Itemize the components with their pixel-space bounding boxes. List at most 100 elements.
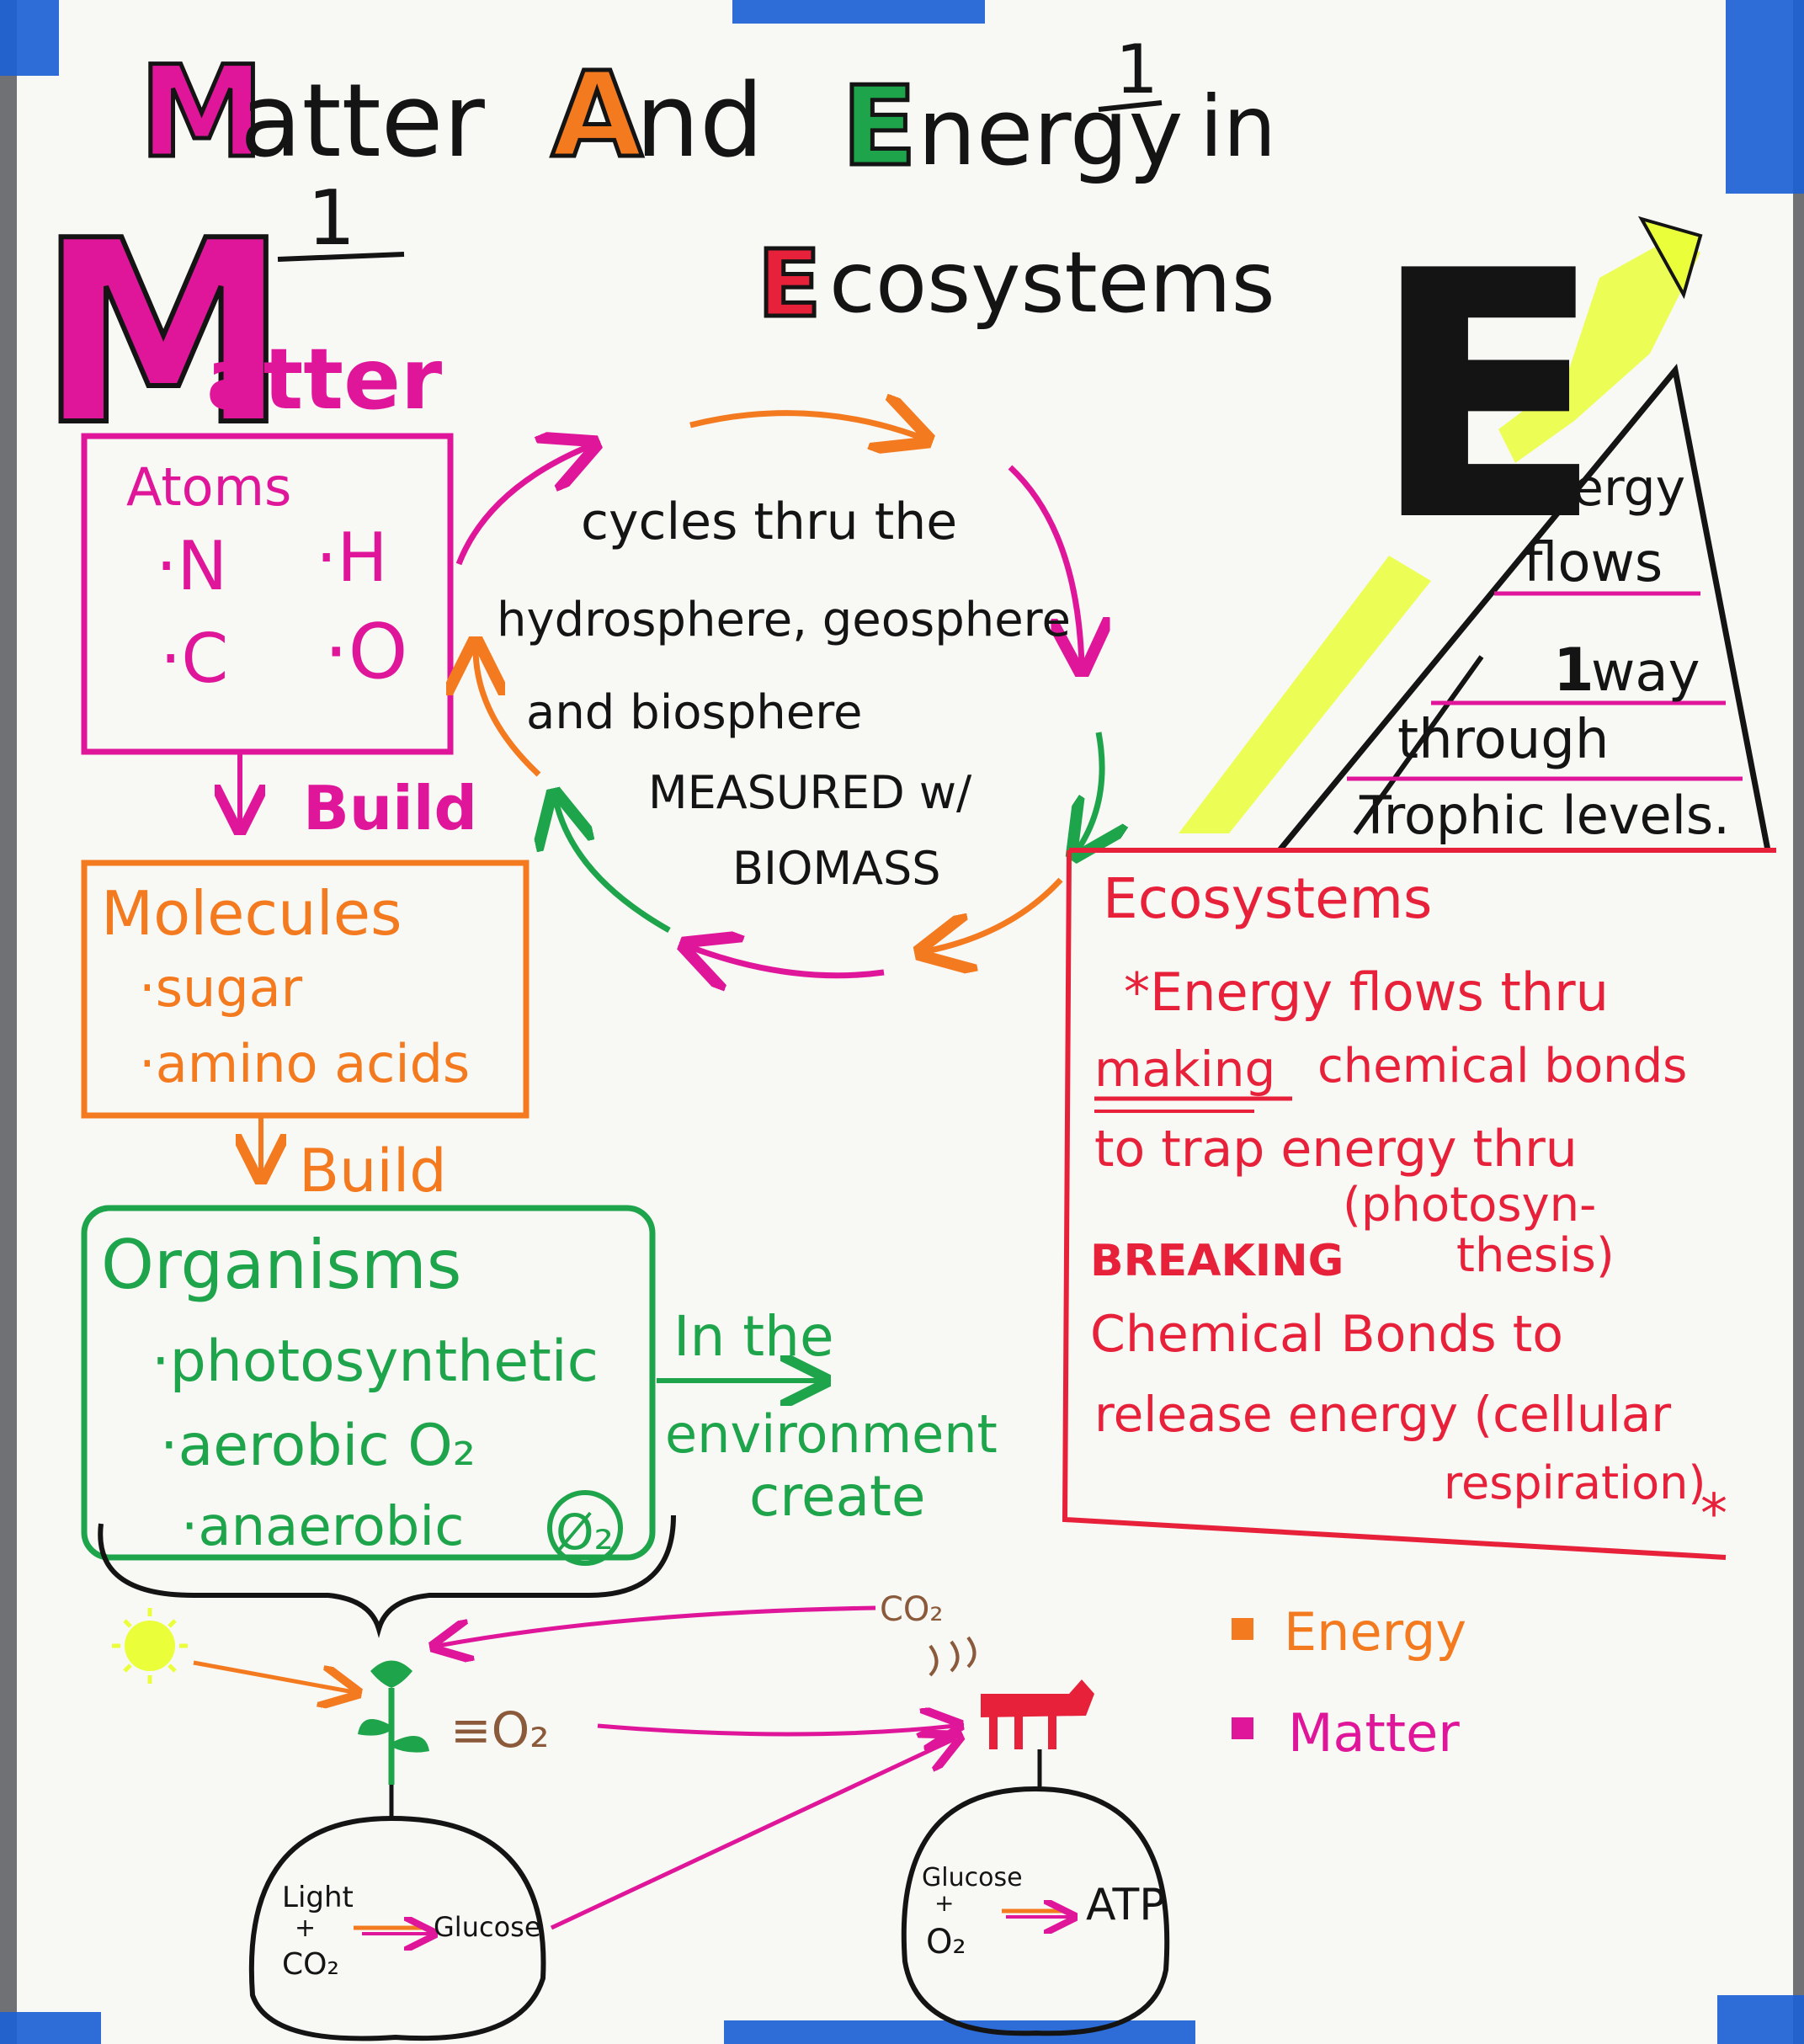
way-label: way [1591, 641, 1700, 704]
title-matter-rest: atter [240, 63, 485, 180]
title-mark-bar-a [277, 252, 405, 262]
atom-o: ·O [324, 608, 407, 696]
organisms-brace [98, 1514, 676, 1638]
big-e: E [1372, 202, 1602, 594]
tape-bottom-right [1717, 1995, 1804, 2044]
o2-to-animal-arrow [597, 1726, 955, 1734]
tape-top-left [0, 0, 59, 76]
molecules-heading: Molecules [101, 878, 402, 949]
env-line-3: create [749, 1464, 926, 1529]
tape-bottom-left [0, 2012, 101, 2044]
atoms-heading: Atoms [126, 456, 291, 518]
matter-word: atter [206, 330, 443, 428]
eco-line-2: chemical bonds [1317, 1039, 1687, 1094]
ecosystems-border [1062, 848, 1776, 1560]
cycle-line-3: and biosphere [526, 685, 862, 740]
yellow-arrowhead [1637, 216, 1703, 300]
atoms-border [81, 433, 454, 755]
cycle-line-4: MEASURED w/ [648, 766, 972, 819]
legend-energy-swatch [1232, 1618, 1253, 1640]
title-and-rest: nd [636, 63, 764, 180]
eco-line-3: to trap energy thru [1094, 1120, 1578, 1179]
one-label: 1 [1553, 636, 1594, 705]
bottom-diagram: ≡O₂ CO₂ Light + CO₂ Glucose Glucose + O₂ [112, 1590, 1170, 2041]
title-mark-one-b: 1 [1115, 30, 1158, 109]
env-line-1: In the [673, 1304, 834, 1369]
organisms-box: Organisms ·photosynthetic ·aerobic O₂ ·a… [81, 1205, 656, 1566]
glucose-to-animal-arrow [550, 1738, 955, 1930]
pyramid-outline [1277, 364, 1771, 853]
o2-label: ≡O₂ [450, 1701, 550, 1759]
cycle-arc-left-top [455, 446, 589, 566]
title-m: M [139, 40, 264, 186]
plant-co2: CO₂ [282, 1947, 339, 1982]
cycle-arc-right-top [1008, 465, 1082, 665]
cycle-line-5: BIOMASS [732, 842, 941, 895]
title-e-energy: E [842, 62, 917, 190]
plant-glucose: Glucose [434, 1911, 541, 1943]
cycle-arc-bottom [690, 947, 885, 976]
eco-line-8: respiration) [1444, 1456, 1706, 1509]
build-label-1: Build [303, 773, 477, 844]
yellow-beam-lower [1179, 556, 1431, 833]
title-energy-rest: nergy [918, 78, 1184, 186]
poster-paper [17, 0, 1793, 2044]
co2-wisps [929, 1636, 977, 1677]
legend-matter: Matter [1288, 1702, 1460, 1764]
eco-line-1: *Energy flows thru [1124, 961, 1609, 1023]
title: M atter A nd E nergy 1 in E cosystems 1 … [35, 30, 1276, 483]
pyramid-inner-line [1353, 655, 1484, 835]
organism-aerobic: ·aerobic O₂ [160, 1413, 476, 1479]
cycle-arc-top [689, 413, 922, 438]
organisms-heading: Organisms [101, 1226, 461, 1304]
animal-icon [981, 1679, 1094, 1749]
title-ecosystems-rest: cosystems [829, 233, 1275, 332]
molecules-border [81, 860, 529, 1119]
organism-anaerobic: ·anaerobic [181, 1496, 464, 1558]
cycle-arc-bottom-right [926, 877, 1063, 951]
title-mark-bar-b [1098, 100, 1163, 112]
sun-to-plant-arrow [193, 1660, 354, 1692]
title-in: in [1200, 77, 1276, 176]
atom-c: ·C [160, 620, 228, 698]
animal-atp: ATP [1086, 1880, 1166, 1930]
eco-star: * [1700, 1483, 1727, 1546]
energy-pyramid: E nergy flows 1 way through Trophic leve… [1179, 200, 1771, 853]
eco-line-4: (photosyn- [1343, 1178, 1596, 1232]
plant-plus: + [295, 1914, 316, 1943]
eco-line-7: release energy (cellular [1094, 1386, 1671, 1443]
trophic-label: Trophic levels. [1359, 785, 1730, 846]
atom-h: ·H [316, 519, 388, 597]
atom-n: ·N [156, 527, 227, 605]
legend-matter-swatch [1232, 1717, 1253, 1739]
flows-label: flows [1524, 532, 1663, 594]
no-oxygen-label: Ø₂ [556, 1504, 614, 1561]
title-a: A [551, 47, 642, 184]
legend: Energy Matter [1232, 1601, 1466, 1764]
legend-energy: Energy [1284, 1601, 1466, 1663]
co2-top-label: CO₂ [880, 1590, 943, 1629]
eco-making: making [1094, 1041, 1275, 1098]
molecule-sugar: ·sugar [139, 957, 303, 1019]
atoms-box: Atoms ·N ·H ·C ·O [81, 433, 454, 755]
co2-to-plant-arrow [438, 1605, 876, 1646]
molecule-amino: ·amino acids [139, 1033, 470, 1094]
animal-o2: O₂ [926, 1923, 966, 1961]
cycle-arc-left [476, 648, 541, 777]
plant-cell [248, 1815, 546, 2041]
molecules-box: Molecules ·sugar ·amino acids [81, 860, 529, 1119]
plant-icon [358, 1660, 429, 1785]
cycle-line-1: cycles thru the [581, 492, 957, 551]
yellow-arrow-upper [1498, 236, 1700, 463]
tape-top-center [732, 0, 985, 24]
env-line-2: environment [665, 1403, 998, 1465]
cycle-arc-left-bottom [556, 800, 671, 934]
energy-rest: nergy [1541, 459, 1685, 518]
eco-breaking: BREAKING [1090, 1236, 1344, 1286]
ecosystems-box: Ecosystems *Energy flows thru making che… [1062, 848, 1776, 1560]
cycle-arc-right [1078, 732, 1102, 850]
plant-light: Light [282, 1881, 354, 1914]
tape-top-right [1726, 0, 1804, 194]
title-e-ecosystems: E [758, 230, 821, 338]
